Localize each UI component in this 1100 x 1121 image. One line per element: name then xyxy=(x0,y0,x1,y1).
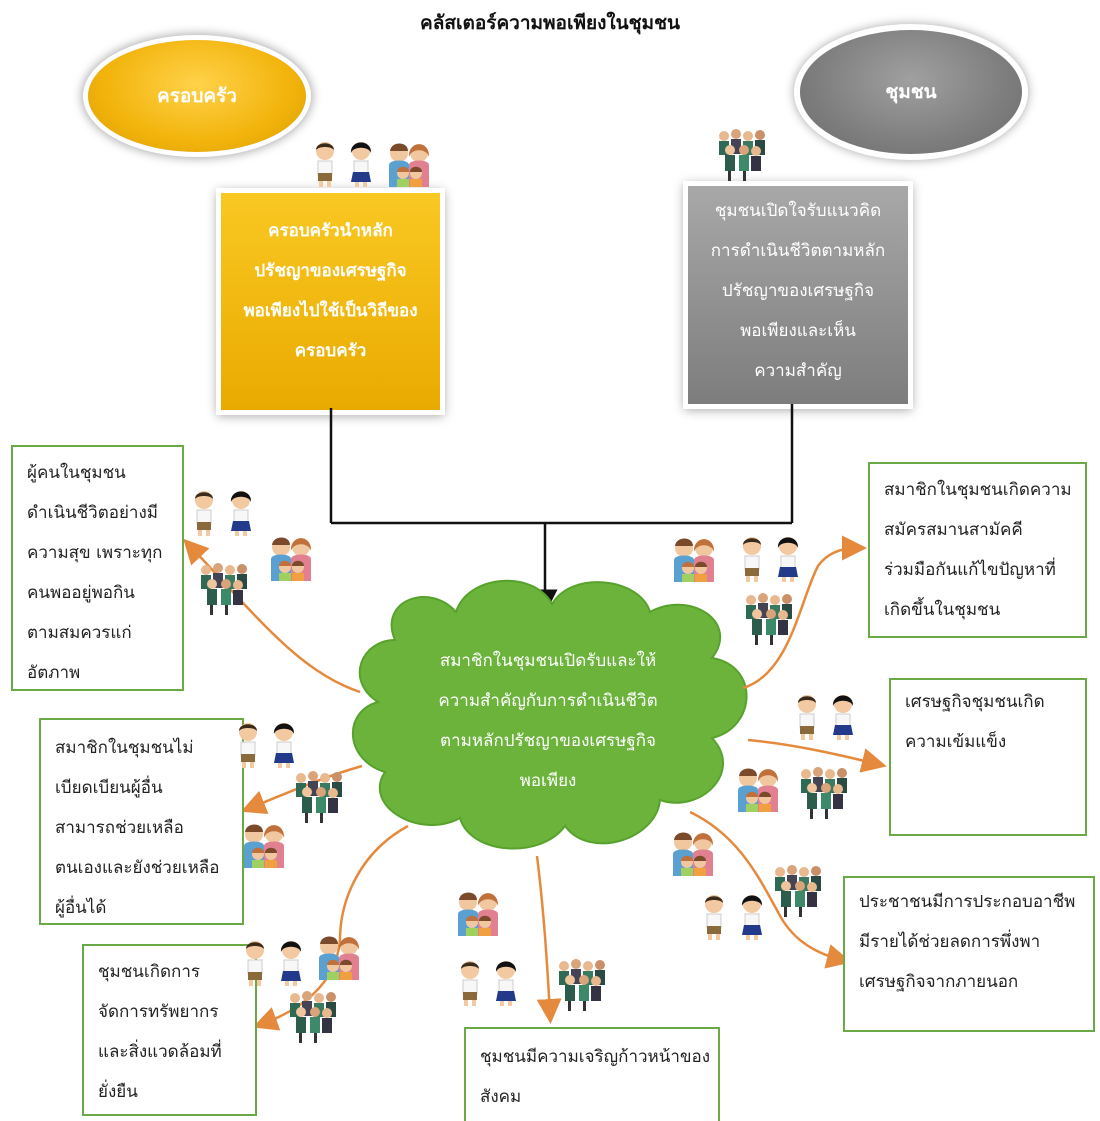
outcome-box-resources: ชุมชนเกิดการ จัดการทรัพยากร และสิ่งแวดล้… xyxy=(82,944,257,1116)
kids-icon xyxy=(797,694,817,741)
cloud-shape xyxy=(352,579,748,850)
arrow-to-economy xyxy=(747,738,887,773)
outcome-line: ร่วมมือกันแก้ไขปัญหาที่ xyxy=(884,560,1056,580)
outcome-line: คนพออยู่พอกิน xyxy=(27,583,135,603)
outcome-line: เศรษฐกิจชุมชนเกิด xyxy=(905,692,1045,712)
family-box-line: ปรัชญาของเศรษฐกิจ xyxy=(254,261,407,281)
outcome-box-no-exploit: สมาชิกในชุมชนไม่ เบียดเบียนผู้อื่น สามาร… xyxy=(39,718,244,925)
family-box: ครอบครัวนำหลัก ปรัชญาของเศรษฐกิจ พอเพียง… xyxy=(221,193,440,410)
family-box-line: ครอบครัว xyxy=(294,341,367,361)
orange-arrows xyxy=(183,535,887,1031)
cloud-line: พอเพียง xyxy=(519,771,577,791)
outcome-box-happy: ผู้คนในชุมชน ดำเนินชีวิตอย่างมี ความสุข … xyxy=(11,445,184,691)
cloud-text: สมาชิกในชุมชนเปิดรับและให้ ความสำคัญกับก… xyxy=(412,641,684,801)
arrow-to-progress xyxy=(535,855,562,1024)
crowd-icon xyxy=(775,865,821,917)
kids-icon xyxy=(741,894,763,941)
community-ellipse: ชุมชน xyxy=(800,30,1022,154)
arrow-to-happy xyxy=(183,538,361,694)
outcome-box-income: ประชาชนมีการประกอบอาชีพ มีรายได้ช่วยลดกา… xyxy=(843,876,1095,1032)
kids-icon xyxy=(704,894,724,941)
family-box-line: ครอบครัวนำหลัก xyxy=(268,221,393,241)
outcome-line: เศรษฐกิจจากภายนอก xyxy=(859,972,1019,992)
crowd-icon xyxy=(559,959,605,1011)
family-ellipse-label: ครอบครัว xyxy=(157,85,237,107)
outcome-line: สมาชิกในชุมชนไม่ xyxy=(55,738,194,758)
outcome-line: มีรายได้ช่วยลดการพึ่งพา xyxy=(859,932,1041,952)
kids-icon xyxy=(230,490,252,537)
crowd-icon xyxy=(201,563,247,615)
outcome-box-unity: สมาชิกในชุมชนเกิดความ สมัครสมานสามัคคี ร… xyxy=(868,462,1087,638)
kids-icon xyxy=(280,940,302,987)
arrow-to-unity xyxy=(742,535,867,690)
cloud-line: ตามหลักปรัชญาของเศรษฐกิจ xyxy=(440,731,656,751)
cloud-line: ความสำคัญกับการดำเนินชีวิต xyxy=(438,691,658,711)
outcome-line: จัดการทรัพยากร xyxy=(98,1002,219,1022)
crowd-icon xyxy=(290,991,336,1043)
kids-icon xyxy=(238,722,258,769)
diagram-title: คลัสเตอร์ความพอเพียงในชุมชน xyxy=(420,12,680,34)
kids-icon xyxy=(460,960,480,1007)
family-icon xyxy=(389,143,430,187)
community-box-line: ชุมชนเปิดใจรับแนวคิด xyxy=(714,201,882,221)
outcome-line: ประชาชนมีการประกอบอาชีพ xyxy=(859,892,1076,912)
outcome-line: เกิดขึ้นในชุมชน xyxy=(884,600,1001,620)
family-icon xyxy=(673,832,714,876)
black-connectors xyxy=(329,404,794,615)
outcome-line: ความสุข เพราะทุก xyxy=(27,543,163,563)
family-icon xyxy=(244,824,285,868)
crowd-icon xyxy=(719,129,765,181)
family-icon xyxy=(738,768,779,812)
kids-icon xyxy=(194,490,214,537)
kids-icon xyxy=(273,722,295,769)
arrow-to-income xyxy=(689,810,852,969)
outcome-line: ยั่งยืน xyxy=(98,1082,138,1102)
outcome-line: สมัครสมานสามัคคี xyxy=(884,520,1023,540)
outcome-line: และสิ่งแวดล้อมที่ xyxy=(98,1042,222,1062)
kids-icon xyxy=(350,141,372,188)
outcome-line: ตนเองและยังช่วยเหลือ xyxy=(55,858,220,878)
kids-icon xyxy=(742,536,762,583)
community-box-line: ปรัชญาของเศรษฐกิจ xyxy=(721,281,875,301)
outcome-line: สมาชิกในชุมชนเกิดความ xyxy=(884,480,1072,500)
kids-icon xyxy=(315,141,335,188)
outcome-line: อัตภาพ xyxy=(27,663,81,683)
kids-icon xyxy=(245,940,265,987)
outcome-line: เบียดเบียนผู้อื่น xyxy=(55,778,163,798)
outcome-line: ดำเนินชีวิตอย่างมี xyxy=(27,503,158,523)
family-icon xyxy=(674,538,715,582)
crowd-icon xyxy=(296,771,342,823)
kids-icon xyxy=(832,694,854,741)
outcome-box-economy: เศรษฐกิจชุมชนเกิด ความเข้มแข็ง xyxy=(889,678,1087,836)
outcome-line: ความเข้มแข็ง xyxy=(905,732,1007,752)
kids-icon xyxy=(777,536,799,583)
kids-icon xyxy=(495,960,517,1007)
outcome-line: ชุมชนมีความเจริญก้าวหน้าของ xyxy=(480,1047,711,1067)
outcome-box-progress: ชุมชนมีความเจริญก้าวหน้าของ สังคม xyxy=(464,1027,720,1121)
outcome-line: ผู้อื่นได้ xyxy=(55,898,107,918)
community-box: ชุมชนเปิดใจรับแนวคิด การดำเนินชีวิตตามหล… xyxy=(688,186,908,404)
family-ellipse: ครอบครัว xyxy=(88,40,306,152)
community-box-line: การดำเนินชีวิตตามหลัก xyxy=(710,241,886,261)
outcome-line: ชุมชนเกิดการ xyxy=(98,962,201,982)
outcome-line: สังคม xyxy=(480,1087,522,1107)
family-icon xyxy=(458,892,499,936)
community-box-line: พอเพียงและเห็น xyxy=(740,321,856,341)
cloud-line: สมาชิกในชุมชนเปิดรับและให้ xyxy=(439,651,657,671)
outcome-line: ตามสมควรแก่ xyxy=(27,623,132,643)
crowd-icon xyxy=(746,593,792,645)
crowd-icon xyxy=(801,767,847,819)
family-icon xyxy=(271,537,312,581)
community-ellipse-label: ชุมชน xyxy=(885,81,937,103)
community-box-line: ความสำคัญ xyxy=(754,361,842,381)
family-icon xyxy=(319,936,360,980)
family-box-line: พอเพียงไปใช้เป็นวิถีของ xyxy=(243,301,418,321)
outcome-line: สามารถช่วยเหลือ xyxy=(55,818,184,838)
outcome-line: ผู้คนในชุมชน xyxy=(27,463,126,483)
